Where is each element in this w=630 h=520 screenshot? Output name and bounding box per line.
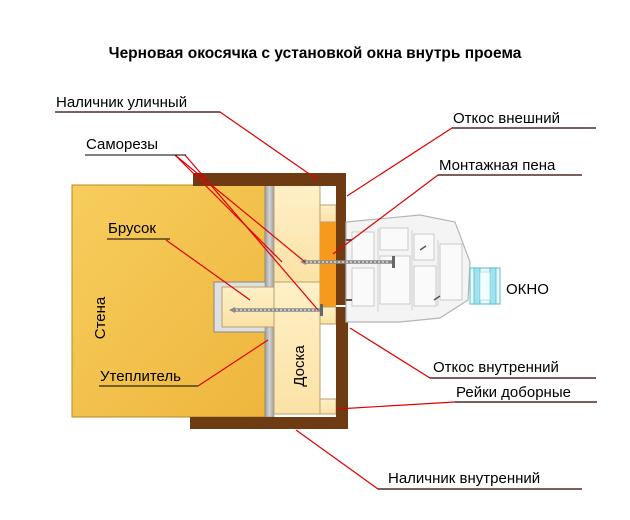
label-strips: Рейки доборные [456,384,571,401]
inner-trim [190,417,348,429]
label-foam: Монтажная пена [439,157,556,174]
label-board: Доска [291,345,308,387]
diagram-title: Черновая окосячка с установкой окна внут… [109,45,522,62]
label-insulation: Утеплитель [100,368,181,385]
filler-strip-bottom [319,398,337,415]
wooden-bar [221,286,275,328]
screw-lower [229,304,323,316]
label-outer-slope: Откос внешний [453,110,560,127]
label-screws: Саморезы [86,136,158,153]
label-window: ОКНО [506,281,549,298]
label-inner-trim: Наличник внутренний [388,470,540,487]
mounting-foam [320,222,336,307]
label-wall: Стена [92,296,109,339]
filler-strip-top [319,204,337,223]
outer-slope [336,185,346,305]
label-bar: Брусок [108,220,156,237]
label-inner-slope: Откос внутренний [433,359,559,376]
label-outer-trim: Наличник уличный [56,94,187,111]
window-profile [345,214,501,323]
inner-slope [336,307,348,422]
screw-upper [300,256,395,268]
outer-trim [193,173,346,186]
